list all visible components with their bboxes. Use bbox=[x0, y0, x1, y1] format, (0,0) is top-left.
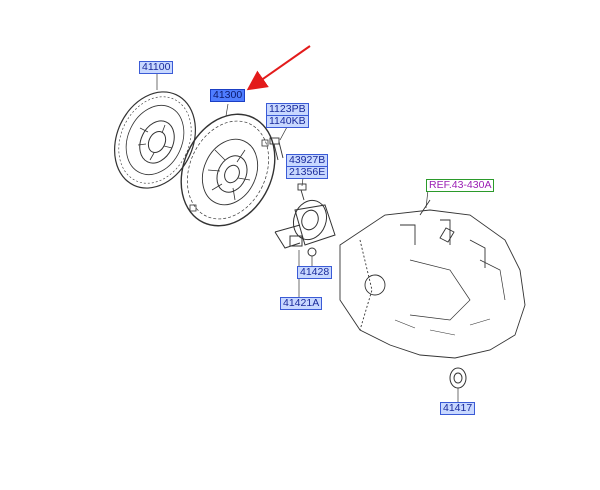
callout-stack-bolts-2: 43927B 21356E bbox=[286, 154, 329, 179]
callout-43927b[interactable]: 43927B bbox=[289, 154, 326, 166]
clutch-cover bbox=[180, 113, 276, 227]
release-cylinder bbox=[274, 199, 336, 257]
callout-1123pb[interactable]: 1123PB bbox=[269, 103, 306, 115]
drain-plug bbox=[449, 367, 467, 389]
callout-41100[interactable]: 41100 bbox=[139, 61, 174, 74]
callout-stack-bolts: 1123PB 1140KB bbox=[266, 103, 309, 128]
selection-arrow bbox=[246, 45, 311, 91]
callout-41421a[interactable]: 41421A bbox=[280, 297, 323, 310]
callout-41300[interactable]: 41300 bbox=[210, 89, 246, 102]
transmission-case bbox=[339, 199, 526, 359]
stack-divider bbox=[267, 115, 308, 116]
callout-21356e[interactable]: 21356E bbox=[289, 166, 326, 178]
reference-link[interactable]: REF.43-430A bbox=[426, 179, 495, 192]
stack-divider bbox=[287, 166, 328, 167]
bolt-upper bbox=[269, 137, 284, 161]
bolt-lower bbox=[297, 183, 307, 201]
callout-41428[interactable]: 41428 bbox=[297, 266, 333, 279]
clutch-disc bbox=[113, 91, 197, 189]
callout-1140kb[interactable]: 1140KB bbox=[269, 115, 306, 127]
callout-41417[interactable]: 41417 bbox=[440, 402, 476, 415]
